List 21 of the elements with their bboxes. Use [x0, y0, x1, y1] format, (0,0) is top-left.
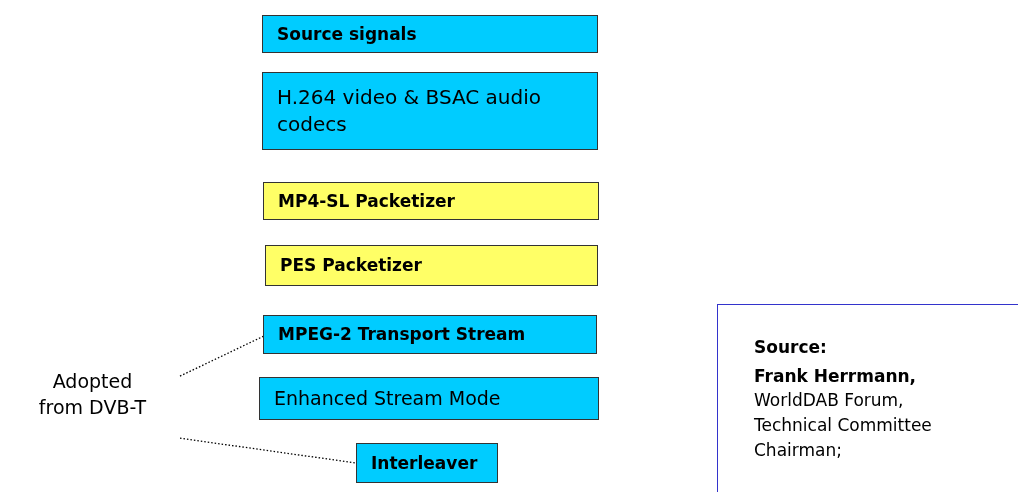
box-label: Enhanced Stream Mode — [274, 385, 501, 411]
box-label: MP4-SL Packetizer — [278, 189, 455, 213]
box-label: H.264 video & BSAC audio codecs — [277, 84, 543, 138]
author-affiliation: WorldDAB Forum, Technical Committee Chairman; — [754, 389, 933, 462]
process-box — [262, 72, 598, 150]
annotation-text: Adopted from DVB-T — [37, 369, 148, 420]
box-label: Source signals — [277, 22, 417, 46]
author-name: Frank Herrmann, — [754, 364, 918, 388]
process-box — [356, 443, 498, 483]
process-box — [265, 245, 598, 286]
process-box — [263, 182, 599, 220]
box-label: MPEG-2 Transport Stream — [278, 323, 526, 346]
leader-line — [179, 437, 357, 464]
box-label: PES Packetizer — [280, 254, 422, 277]
leader-line — [179, 335, 264, 377]
process-box — [259, 377, 599, 420]
process-box — [262, 15, 598, 53]
box-label: Interleaver — [371, 451, 478, 475]
process-box — [263, 315, 597, 354]
source-panel — [717, 304, 1018, 492]
source-heading: Source: — [754, 336, 828, 359]
